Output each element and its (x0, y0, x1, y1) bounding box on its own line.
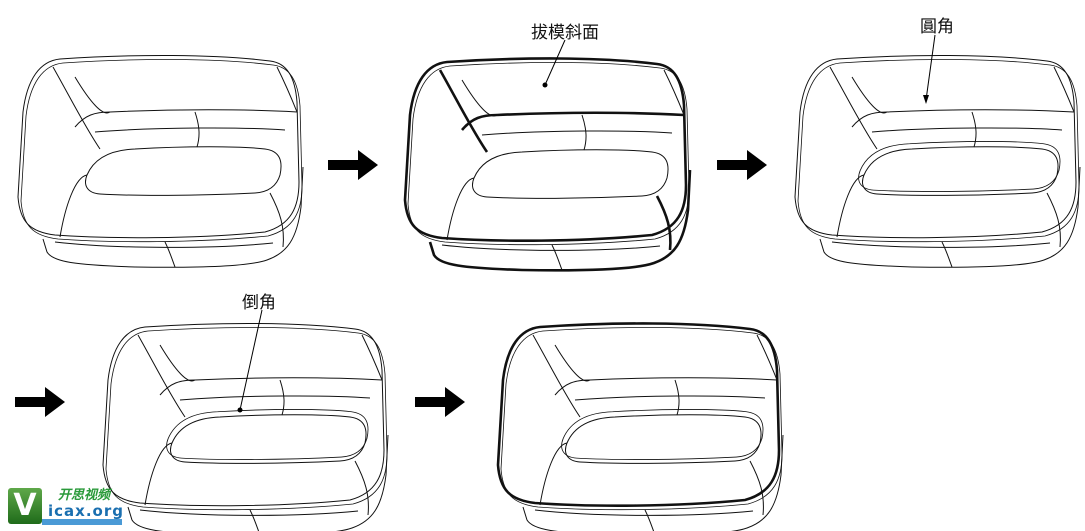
edge-floor-offset (858, 141, 1061, 192)
edge-e1 (52, 66, 101, 150)
edge-e5 (551, 244, 563, 271)
edge-lower (428, 169, 692, 272)
edge-e1 (532, 334, 581, 418)
edge-opening2 (461, 113, 498, 131)
edge-e4 (194, 111, 200, 148)
edge-floor2 (481, 130, 673, 136)
edge-e4 (971, 111, 977, 148)
edge-e1 (438, 69, 489, 153)
edge-lower2 (139, 509, 359, 516)
edge-e3 (655, 195, 672, 251)
edge-e5 (941, 241, 953, 268)
edge-opening (886, 109, 1075, 113)
edge-rim-offset (407, 62, 690, 246)
edge-floor2 (871, 127, 1063, 133)
edge-e6 (74, 76, 111, 114)
edge-floor-offset (561, 409, 764, 460)
edge-e5 (249, 509, 260, 531)
edge-lower2 (831, 241, 1051, 248)
leader-chamfer (239, 309, 263, 411)
edge-e3 (269, 192, 284, 248)
edge-opening2 (74, 111, 111, 128)
edge-rim (102, 322, 385, 507)
leader-arrowhead (923, 95, 929, 104)
arrow-right-icon (415, 387, 465, 417)
edge-lower (819, 166, 1081, 268)
edge-e7 (276, 66, 298, 113)
edge-opening (496, 111, 685, 117)
leader-draft (544, 39, 566, 86)
edge-rim (17, 54, 300, 239)
edge-e6 (461, 79, 498, 117)
edge-rim-offset (797, 59, 1080, 243)
label-draft: 拔模斜面 (531, 23, 599, 43)
edge-e6 (554, 344, 591, 382)
edge-floor (565, 414, 762, 464)
edge-e5 (164, 241, 176, 268)
edge-e5 (644, 509, 655, 531)
watermark-logo: V 开思视频 icax.org (4, 484, 134, 528)
edge-floor2 (94, 127, 286, 133)
edge-opening (109, 109, 298, 113)
edge-rim-offset (500, 327, 783, 511)
label-fillet: 圓角 (920, 17, 954, 37)
edge-lower (522, 434, 784, 531)
edge-floor2 (574, 395, 766, 401)
edge-opening2 (851, 111, 888, 128)
edge-floor (472, 149, 669, 199)
edge-opening2 (554, 379, 591, 396)
edge-e3 (354, 460, 369, 516)
part-draft (403, 57, 692, 272)
leader-dot (542, 82, 548, 88)
edge-e3 (749, 460, 764, 516)
edge-floor (85, 146, 282, 196)
part-chamfer (102, 322, 389, 531)
edge-rim (403, 57, 688, 242)
edge-opening (194, 377, 383, 381)
edge-e4 (674, 379, 680, 416)
part-fillet (794, 54, 1081, 268)
edge-e6 (159, 344, 196, 382)
edge-floor (170, 414, 367, 464)
part-original (17, 54, 304, 268)
edge-rim-offset (105, 327, 388, 511)
edge-floor (862, 146, 1059, 196)
edge-floor2 (179, 395, 371, 401)
edge-e7 (1053, 66, 1075, 113)
edge-e2 (836, 174, 865, 238)
edge-rim (496, 322, 781, 507)
label-chamfer: 倒角 (242, 293, 276, 313)
edge-e1 (829, 66, 878, 150)
edge-e2 (59, 174, 88, 238)
edge-e7 (663, 69, 685, 116)
edge-rim (794, 54, 1077, 239)
edge-opening (589, 377, 778, 381)
arrow-right-icon (328, 150, 378, 180)
edge-e4 (279, 379, 285, 416)
edge-floor-offset (166, 409, 369, 460)
arrow-right-icon (717, 150, 767, 180)
edge-e2 (144, 442, 173, 506)
arrow-right-icon (15, 387, 65, 417)
edge-opening2 (159, 379, 196, 396)
edge-lower (42, 166, 304, 268)
edge-e6 (851, 76, 888, 114)
edge-lower2 (534, 509, 754, 516)
edge-e7 (756, 334, 778, 381)
edge-e4 (581, 114, 587, 151)
edge-e2 (539, 442, 568, 506)
leader-dot (237, 407, 243, 413)
edge-lower2 (54, 241, 274, 248)
edge-lower (127, 434, 389, 531)
edge-rim-offset (20, 59, 303, 243)
part-shell (496, 322, 784, 531)
edge-e2 (446, 177, 475, 241)
edge-e7 (361, 334, 383, 381)
edge-e3 (1046, 192, 1061, 248)
edge-lower2 (441, 244, 661, 251)
edge-e1 (137, 334, 186, 418)
leader-fillet (925, 34, 936, 101)
